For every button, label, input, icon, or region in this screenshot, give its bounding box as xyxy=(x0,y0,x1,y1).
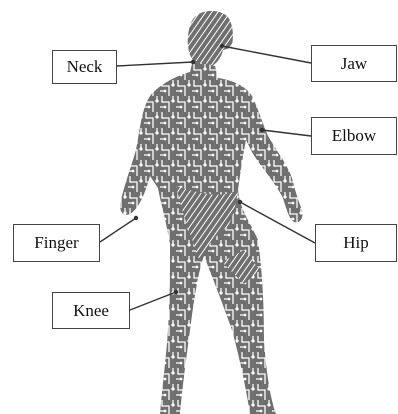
knee-endpoint xyxy=(174,290,178,294)
hip-label: Hip xyxy=(315,224,397,262)
finger-leader xyxy=(100,218,136,242)
neck-endpoint xyxy=(191,60,195,64)
finger-label: Finger xyxy=(13,224,100,262)
jaw-leader xyxy=(222,46,311,63)
body-silhouette xyxy=(120,11,302,414)
hip-endpoint xyxy=(238,200,242,204)
elbow-leader xyxy=(262,130,311,136)
jaw-label: Jaw xyxy=(311,45,397,82)
knee-label: Knee xyxy=(52,292,130,329)
finger-endpoint xyxy=(134,216,138,220)
jaw-endpoint xyxy=(220,44,224,48)
elbow-label: Elbow xyxy=(311,117,397,155)
head-shape xyxy=(188,11,233,68)
knee-leader xyxy=(130,292,176,310)
neck-leader xyxy=(117,62,193,66)
elbow-endpoint xyxy=(260,128,264,132)
neck-label: Neck xyxy=(52,50,117,84)
